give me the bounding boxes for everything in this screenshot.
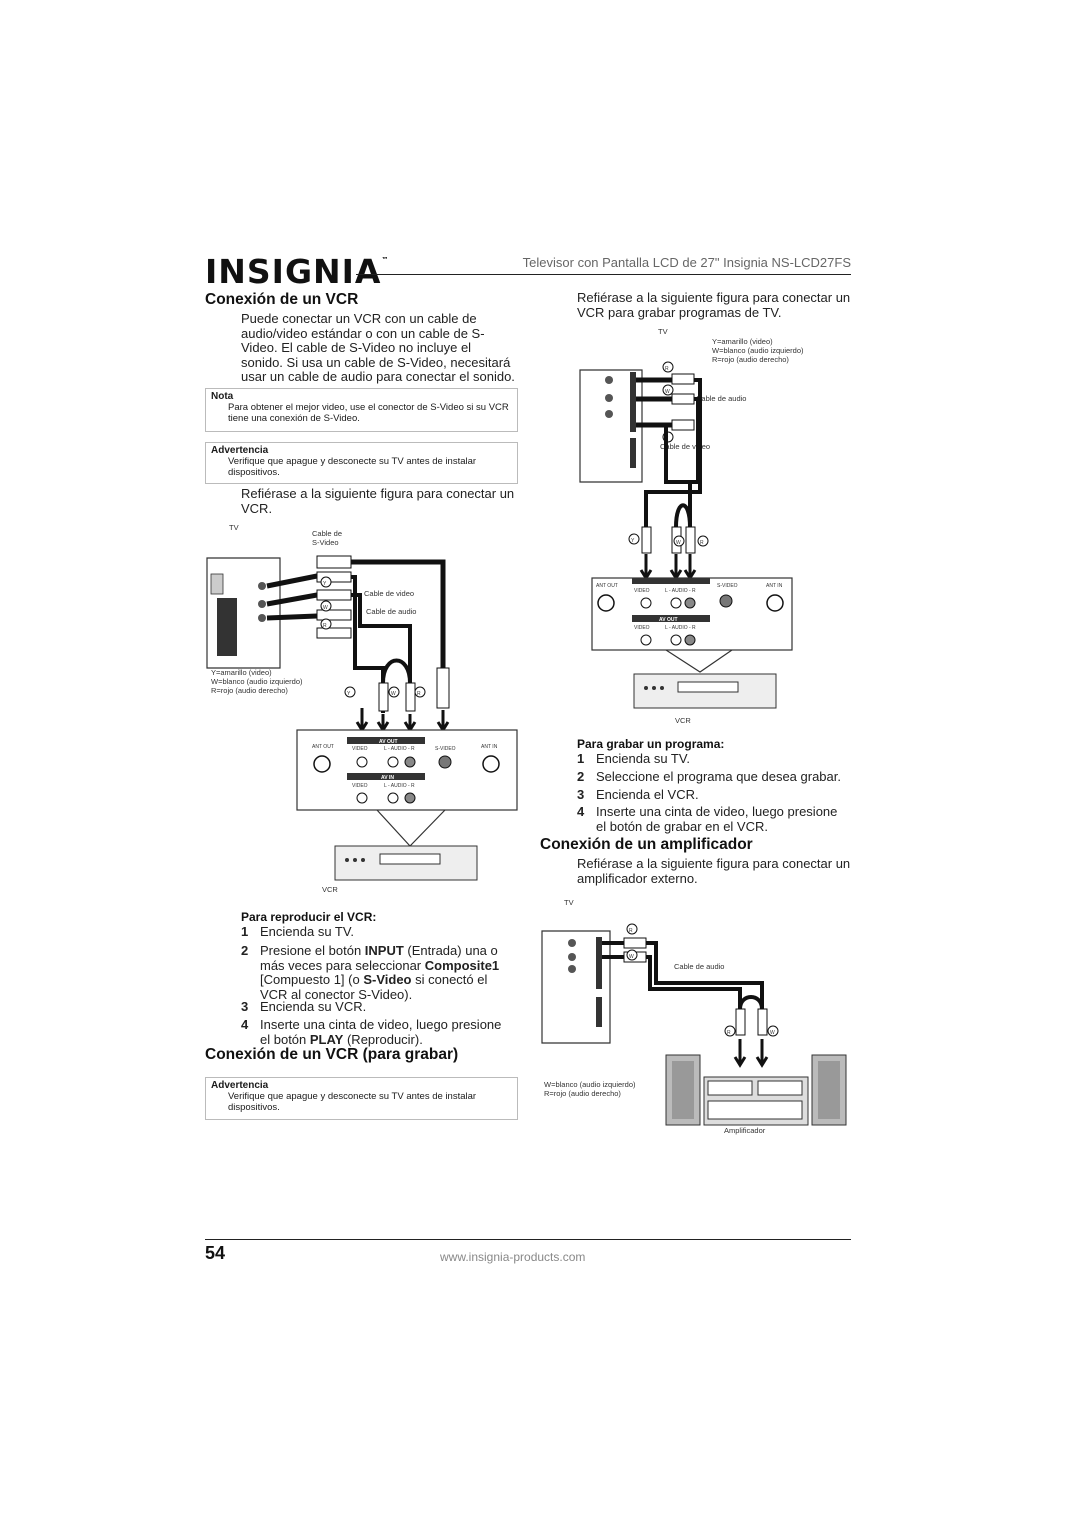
diagram-w-badge-6: W xyxy=(770,1030,775,1036)
diagram-legend-r-2: R=rojo (audio derecho) xyxy=(712,355,789,364)
diagram-audio-label-3: L - AUDIO - R xyxy=(665,588,696,594)
diagram-video-label-3: VIDEO xyxy=(634,588,650,594)
section-title-vcr: Conexión de un VCR xyxy=(205,291,359,308)
diagram-w-badge-3: W xyxy=(665,389,670,395)
diagram-video-cable-label-1: Cable de video xyxy=(364,589,414,598)
diagram-legend-w-1: W=blanco (audio izquierdo) xyxy=(211,677,303,686)
header-rule xyxy=(356,274,851,275)
record-title: Para grabar un programa: xyxy=(577,737,725,751)
amplifier-diagram: TV R W Cable de audio R W W=blanco (audi… xyxy=(541,898,847,1135)
diagram-ant-out-label-2: ANT OUT xyxy=(596,583,618,589)
diagram-ant-in-label-2: ANT IN xyxy=(766,583,783,589)
diagram-audio-label-4: L - AUDIO - R xyxy=(665,625,696,631)
diagram-tv-label-2: TV xyxy=(658,327,668,336)
warning-box-2: Advertencia Verifique que apague y desco… xyxy=(205,1077,518,1120)
refer-text-3: Refiérase a la siguiente figura para con… xyxy=(577,856,851,886)
diagram-svideo-label-2: S-VIDEO xyxy=(717,583,738,589)
diagram-w-badge-1: W xyxy=(323,605,328,611)
diagram-legend-w-2: W=blanco (audio izquierdo) xyxy=(712,346,804,355)
section-body-vcr: Puede conectar un VCR con un cable de au… xyxy=(241,311,515,384)
diagram-r-badge-6: R xyxy=(727,1030,731,1036)
header-title: Televisor con Pantalla LCD de 27" Insign… xyxy=(522,255,851,270)
note-title: Nota xyxy=(211,391,234,402)
diagram-w-badge-4: W xyxy=(676,540,681,546)
diagram-ant-out-label-1: ANT OUT xyxy=(312,744,334,750)
warning-title-1: Advertencia xyxy=(211,445,269,456)
footer-url: www.insignia-products.com xyxy=(440,1250,586,1264)
diagram-legend-y-1: Y=amarillo (video) xyxy=(211,668,272,677)
vcr-record-diagram: TV R W Y Y=amarillo (video) W=blanco (au… xyxy=(579,327,804,725)
diagram-r-badge-5: R xyxy=(629,928,633,934)
diagram-vcr-label-2: VCR xyxy=(675,716,691,725)
diagram-audio-cable-label-2: Cable de audio xyxy=(696,394,746,403)
diagram-r-badge-2: R xyxy=(417,691,421,697)
section-title-amplifier: Conexión de un amplificador xyxy=(540,836,753,853)
diagram-video-cable-label-2: Cable de video xyxy=(660,442,710,451)
page-number: 54 xyxy=(205,1243,226,1263)
diagram-legend-r-3: R=rojo (audio derecho) xyxy=(544,1089,621,1098)
diagram-ant-in-label-1: ANT IN xyxy=(481,744,498,750)
diagram-audio-cable-label-1: Cable de audio xyxy=(366,607,416,616)
diagram-y-badge-4: Y xyxy=(631,538,635,544)
refer-text-2: Refiérase a la siguiente figura para con… xyxy=(577,290,851,320)
diagram-tv-label-3: TV xyxy=(564,898,574,907)
diagram-av-in-label-1: AV IN xyxy=(381,775,394,781)
diagram-av-out-label-1: AV OUT xyxy=(379,739,398,745)
diagram-audio-label-2: L - AUDIO - R xyxy=(384,783,415,789)
diagram-y-badge-2: Y xyxy=(347,691,351,697)
diagram-tv-label-1: TV xyxy=(229,523,239,532)
refer-text-1: Refiérase a la siguiente figura para con… xyxy=(241,486,515,516)
diagram-r-badge-1: R xyxy=(323,623,327,629)
diagram-svideo-label-1: S-VIDEO xyxy=(435,746,456,752)
diagram-legend-y-2: Y=amarillo (video) xyxy=(712,337,773,346)
diagram-r-badge-3: R xyxy=(665,366,669,372)
diagram-video-label-1: VIDEO xyxy=(352,746,368,752)
diagram-y-badge-1: Y xyxy=(323,581,327,587)
diagram-w-badge-5: W xyxy=(629,954,634,960)
diagram-audio-label-1: L - AUDIO - R xyxy=(384,746,415,752)
note-box: Nota Para obtener el mejor video, use el… xyxy=(205,388,518,432)
diagram-av-out-label-2: AV OUT xyxy=(659,617,678,623)
warning-box-1: Advertencia Verifique que apague y desco… xyxy=(205,442,518,484)
diagram-amplifier-label: Amplificador xyxy=(724,1126,766,1135)
warning-body-1: Verifique que apague y desconecte su TV … xyxy=(228,456,477,478)
note-body: Para obtener el mejor video, use el cone… xyxy=(228,402,509,424)
brand-logo: INSIGNIA™ xyxy=(205,252,390,291)
footer-rule xyxy=(205,1239,851,1240)
diagram-legend-w-3: W=blanco (audio izquierdo) xyxy=(544,1080,636,1089)
diagram-svideo-cable-label-1: Cable de xyxy=(312,529,342,538)
play-title: Para reproducir el VCR: xyxy=(241,910,377,924)
diagram-legend-r-1: R=rojo (audio derecho) xyxy=(211,686,288,695)
play-step-4: 4 Inserte una cinta de video, luego pres… xyxy=(241,1017,502,1047)
play-step-2: 2 Presione el botón INPUT (Entrada) una … xyxy=(241,943,500,1002)
diagram-w-badge-2: W xyxy=(391,691,396,697)
warning-title-2: Advertencia xyxy=(211,1080,269,1091)
diagram-video-label-2: VIDEO xyxy=(352,783,368,789)
section-title-vcr-record: Conexión de un VCR (para grabar) xyxy=(205,1046,459,1063)
vcr-playback-diagram: TV Y W R Cable de S-Video Cable de video… xyxy=(206,523,518,894)
diagram-audio-cable-label-3: Cable de audio xyxy=(674,962,724,971)
diagram-video-label-4: VIDEO xyxy=(634,625,650,631)
diagram-svideo-cable-label-2: S-Video xyxy=(312,538,339,547)
diagram-vcr-label-1: VCR xyxy=(322,885,338,894)
warning-body-2: Verifique que apague y desconecte su TV … xyxy=(228,1091,477,1113)
diagram-r-badge-4: R xyxy=(700,540,704,546)
